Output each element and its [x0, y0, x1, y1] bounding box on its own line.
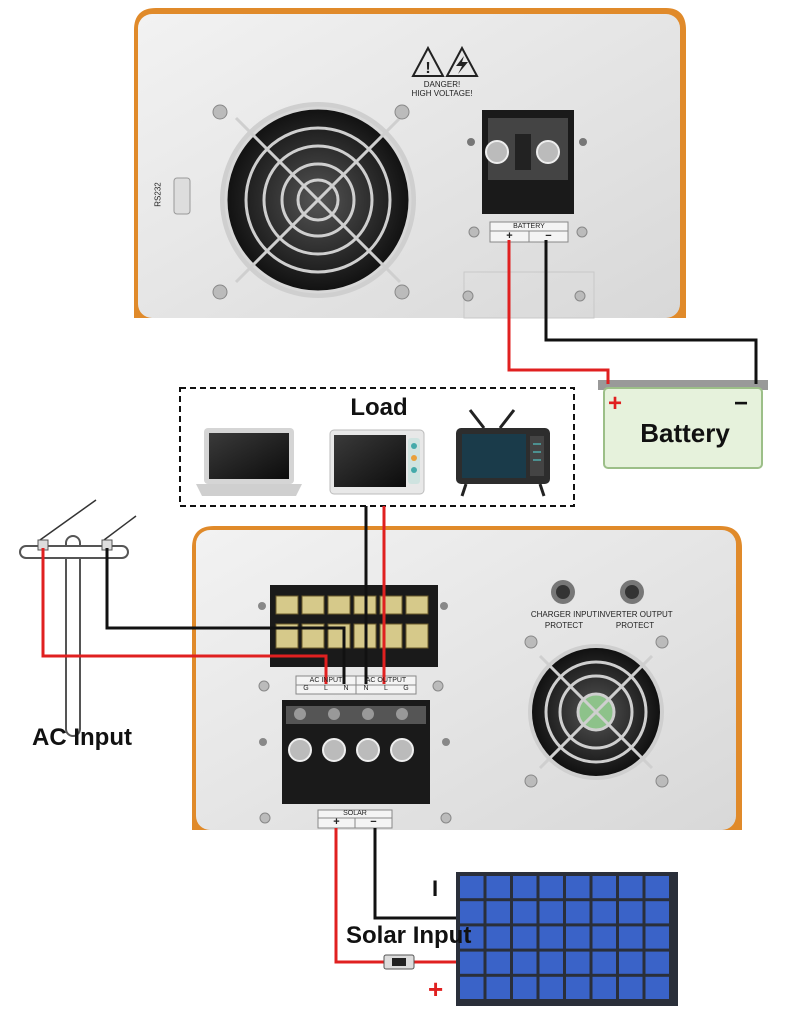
fuse-icon — [383, 954, 415, 970]
solar-cell — [460, 926, 484, 949]
solar-cell — [460, 901, 484, 924]
ac-input-label: AC Input — [32, 724, 132, 751]
fan-icon — [220, 102, 416, 298]
svg-text:!: ! — [425, 60, 430, 77]
fan-icon — [528, 644, 664, 780]
ac-input-wires — [41, 548, 346, 684]
warning-icon: ! — [411, 45, 445, 77]
terminal-letter: G — [403, 685, 409, 692]
inverter-top: ! — [134, 8, 686, 319]
solar-cell — [513, 901, 537, 924]
solar-cell — [539, 901, 563, 924]
solar-cell — [619, 876, 643, 899]
solar-cell — [513, 876, 537, 899]
load-box — [179, 387, 575, 507]
rs232-label: RS232 — [153, 182, 163, 207]
solar-cell — [619, 951, 643, 974]
solar-cell — [486, 976, 510, 999]
solar-cell — [539, 976, 563, 999]
solar-cell — [460, 951, 484, 974]
utility-pole-icon — [19, 499, 137, 737]
battery-terminal-plus: + — [506, 230, 513, 242]
solar-cell — [460, 976, 484, 999]
charger-protect-line2: PROTECT — [544, 621, 584, 630]
solar-cell — [592, 976, 616, 999]
solar-cell — [486, 926, 510, 949]
solar-cell — [592, 901, 616, 924]
solar-cell — [513, 926, 537, 949]
solar-cell — [513, 976, 537, 999]
terminal-letter: L — [384, 685, 388, 692]
load-wires — [364, 506, 386, 684]
solar-plus-marker: + — [428, 974, 444, 1004]
battery-wires — [507, 240, 758, 384]
warning-text-line2: HIGH VOLTAGE! — [411, 89, 473, 98]
solar-cell — [513, 951, 537, 974]
inverter-protect-line2: PROTECT — [615, 621, 655, 630]
solar-terminal-plus: + — [333, 816, 340, 828]
laptop-icon — [196, 428, 302, 496]
solar-minus-marker: I — [432, 876, 439, 901]
ac-output-terminal-label: AC OUTPUT — [365, 677, 407, 684]
battery-terminal-minus: − — [545, 230, 552, 242]
solar-terminal-minus: − — [370, 816, 377, 828]
solar-cell — [592, 951, 616, 974]
solar-input-label: Solar Input — [346, 922, 472, 949]
solar-cell — [645, 951, 669, 974]
inverter-protect-line1: INVERTER OUTPUT — [597, 610, 673, 619]
battery-minus: − — [734, 390, 749, 417]
solar-panel-icon — [456, 872, 678, 1006]
solar-cell — [619, 901, 643, 924]
electric-hazard-icon — [445, 45, 479, 77]
solar-wires — [334, 828, 456, 964]
solar-cell — [592, 926, 616, 949]
battery-terminal-label: BATTERY — [513, 223, 545, 230]
solar-cell — [619, 926, 643, 949]
solar-cell — [539, 926, 563, 949]
solar-cell — [539, 876, 563, 899]
terminal-letter: L — [324, 685, 328, 692]
terminal-letter: N — [343, 685, 349, 692]
solar-cell — [645, 876, 669, 899]
battery-label: Battery — [640, 418, 730, 448]
solar-cell — [566, 976, 590, 999]
ac-input-terminal-label: AC INPUT — [309, 677, 343, 684]
terminal-letter: G — [303, 685, 309, 692]
microwave-icon — [329, 429, 425, 495]
solar-cell — [566, 951, 590, 974]
charger-protect-line1: CHARGER INPUT — [530, 610, 598, 619]
tv-icon — [456, 409, 550, 497]
solar-cell — [619, 976, 643, 999]
solar-cell — [566, 876, 590, 899]
solar-cell — [645, 976, 669, 999]
battery — [598, 380, 768, 469]
solar-cell — [539, 951, 563, 974]
solar-cell — [645, 901, 669, 924]
inverter-bottom — [192, 526, 742, 830]
solar-cell — [486, 876, 510, 899]
solar-cell — [566, 901, 590, 924]
solar-cell — [566, 926, 590, 949]
solar-cell — [645, 926, 669, 949]
terminal-letter: N — [363, 685, 369, 692]
load-label: Load — [350, 394, 408, 421]
warning-text-line1: DANGER! — [423, 80, 461, 89]
battery-plus: + — [608, 390, 623, 417]
solar-cell — [460, 876, 484, 899]
solar-cell — [592, 876, 616, 899]
solar-terminal-label: SOLAR — [343, 810, 367, 817]
solar-cell — [486, 951, 510, 974]
solar-cell — [486, 901, 510, 924]
